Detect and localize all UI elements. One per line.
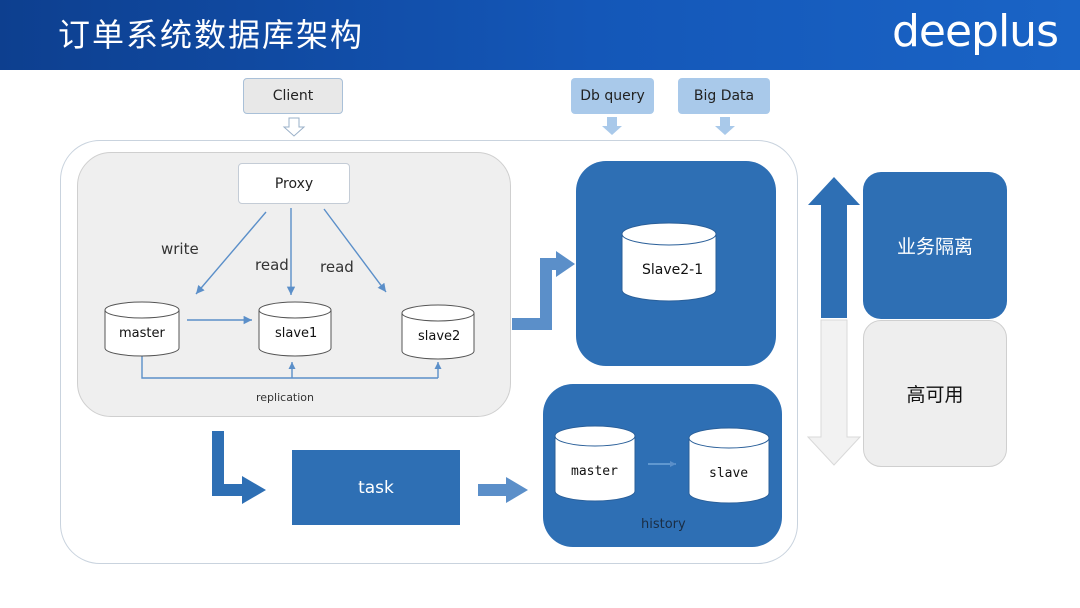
task-label: task xyxy=(358,477,394,498)
big-data-down-arrow xyxy=(715,117,735,135)
isolation-label: 业务隔离 xyxy=(896,236,973,258)
big-data-box[interactable]: Big Data xyxy=(678,78,770,114)
client-box[interactable]: Client xyxy=(243,78,343,114)
read1-label: read xyxy=(255,256,289,274)
replication-label: replication xyxy=(256,391,315,404)
slave2-1-label: Slave2-1 xyxy=(642,262,704,278)
down-arrow xyxy=(806,319,862,466)
up-arrow xyxy=(808,177,860,318)
history-master-label: master xyxy=(571,464,618,479)
outer-frame xyxy=(60,140,798,564)
header-bar: 订单系统数据库架构 deeplus xyxy=(0,0,1080,70)
write-label: write xyxy=(161,240,199,258)
page-title: 订单系统数据库架构 xyxy=(58,16,365,54)
db-query-down-arrow xyxy=(602,117,622,135)
db-query-box[interactable]: Db query xyxy=(571,78,654,114)
history-slave-label: slave xyxy=(709,466,749,481)
slave1-label: slave1 xyxy=(275,326,318,341)
read2-label: read xyxy=(320,258,354,276)
proxy-box[interactable]: Proxy xyxy=(238,163,350,204)
history-label: history xyxy=(641,517,686,532)
isolation-box[interactable]: 业务隔离 xyxy=(863,172,1007,319)
ha-label: 高可用 xyxy=(906,384,964,406)
task-box[interactable]: task xyxy=(292,450,460,525)
ha-box[interactable]: 高可用 xyxy=(863,320,1007,467)
master-label: master xyxy=(119,326,165,341)
slave2-label: slave2 xyxy=(418,329,461,344)
deeplus-logo: deeplus xyxy=(891,6,1059,57)
client-label: Client xyxy=(272,88,314,104)
db-query-label: Db query xyxy=(580,88,645,104)
proxy-label: Proxy xyxy=(274,175,314,192)
big-data-label: Big Data xyxy=(693,88,755,104)
client-down-arrow xyxy=(282,117,306,137)
